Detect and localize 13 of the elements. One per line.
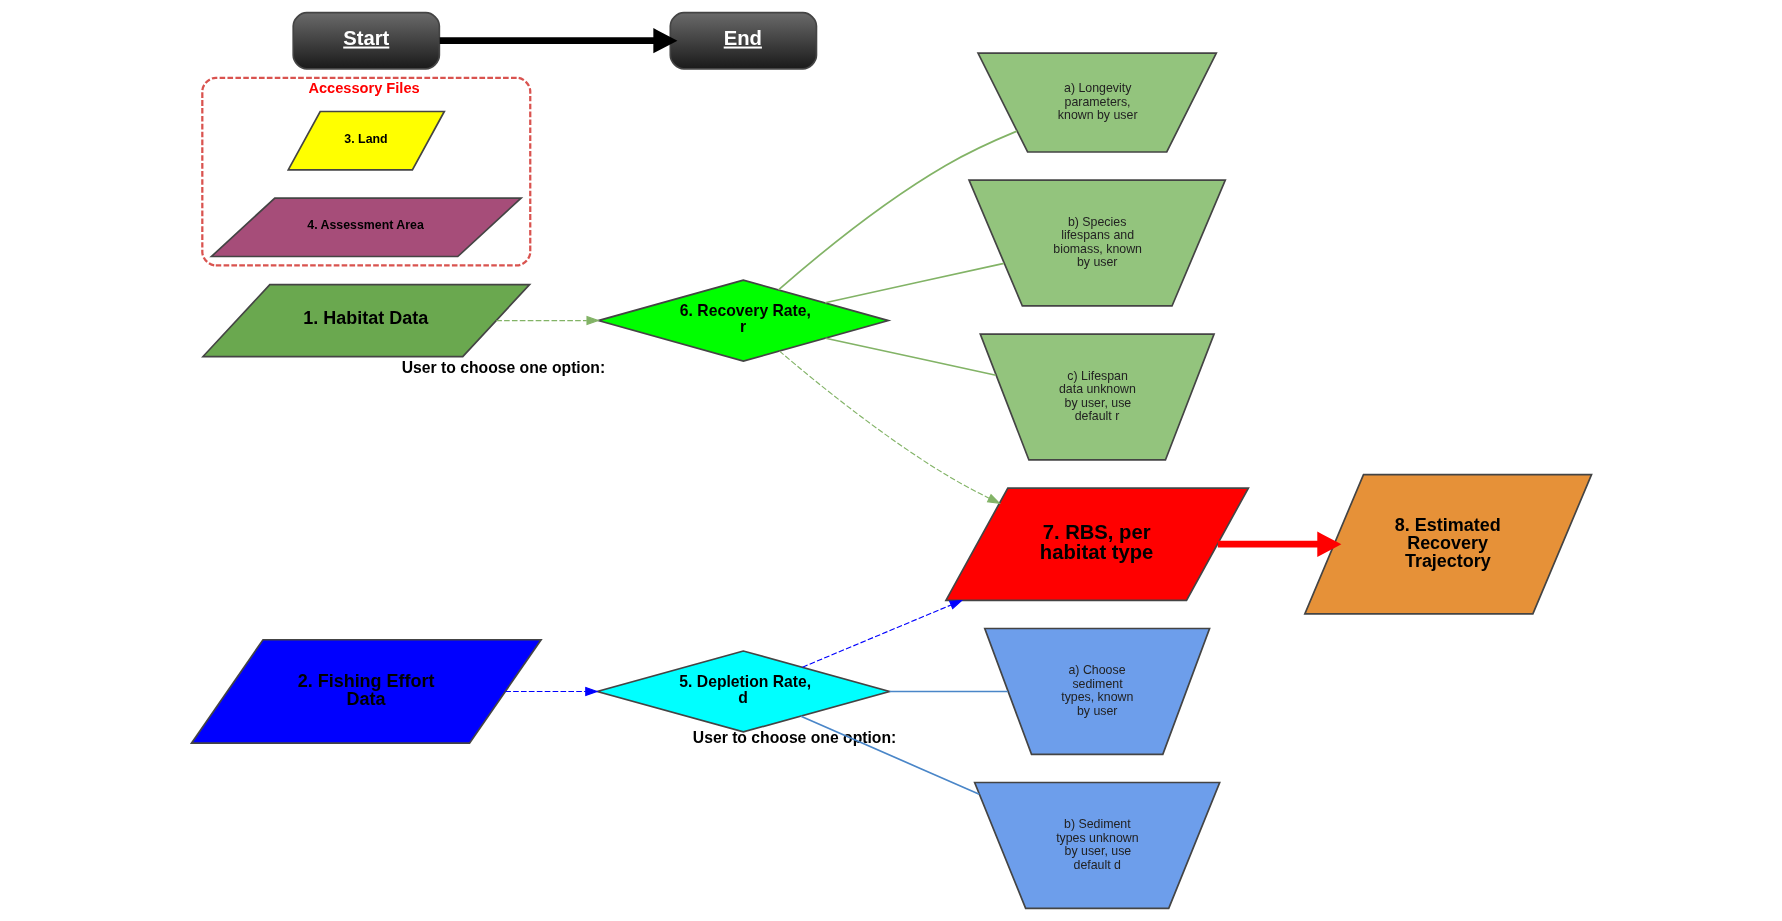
connector xyxy=(777,130,1018,291)
connector xyxy=(824,337,997,377)
arrow xyxy=(495,315,600,326)
arrow xyxy=(801,599,963,668)
node-box: Start xyxy=(291,11,440,70)
arrow xyxy=(778,350,1001,504)
connector xyxy=(888,690,1009,693)
arrow xyxy=(1217,531,1341,557)
arrow xyxy=(504,686,599,697)
node-box: End xyxy=(669,11,817,70)
connector xyxy=(799,715,980,796)
arrow xyxy=(439,28,677,54)
connector xyxy=(823,262,1005,304)
